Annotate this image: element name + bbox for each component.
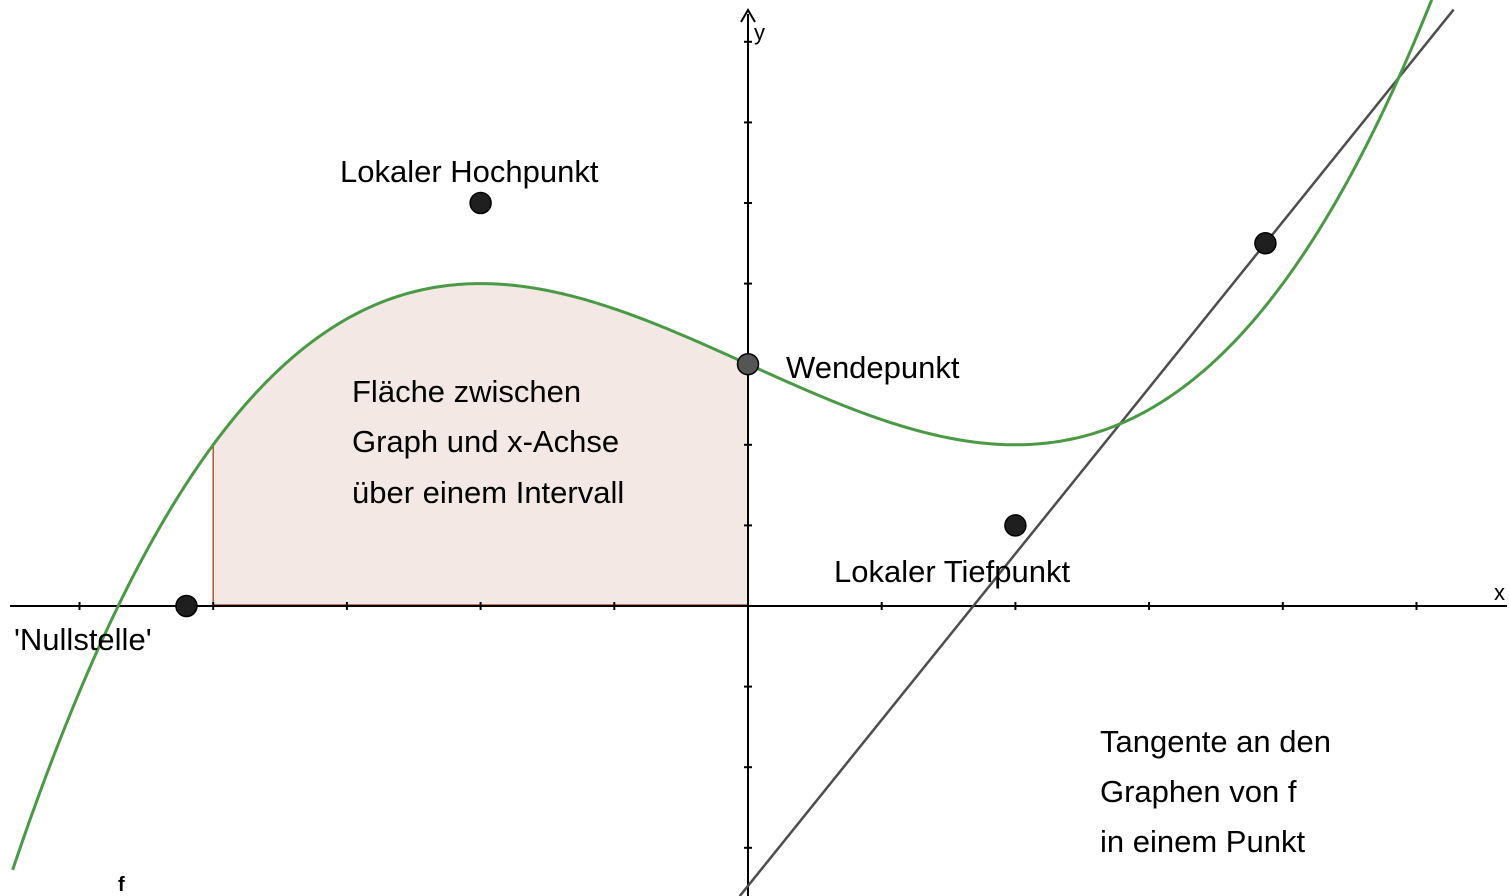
minimum-label: Lokaler Tiefpunkt	[834, 554, 1070, 589]
tangent-touch-point	[1254, 232, 1277, 255]
x-axis-label: x	[1494, 580, 1505, 605]
y-axis-label: y	[754, 20, 765, 45]
maximum-label: Lokaler Hochpunkt	[340, 154, 599, 189]
inflection-label: Wendepunkt	[786, 350, 960, 385]
minimum-point	[1004, 514, 1027, 537]
y-axis-arrowhead	[740, 8, 756, 23]
root-point	[175, 594, 198, 618]
area-label-line-1: Fläche zwischen	[352, 374, 581, 409]
tangent-label-line-2: Graphen von f	[1100, 774, 1297, 809]
area-label-line-3: über einem Intervall	[352, 475, 624, 510]
function-name-label: f	[118, 874, 125, 896]
root-label: 'Nullstelle'	[14, 622, 152, 657]
tangent-label-line-1: Tangente an den	[1100, 724, 1331, 759]
inflection-point	[736, 352, 760, 376]
maximum-point	[469, 191, 492, 215]
area-under-graph	[213, 283, 748, 606]
tangent-line	[738, 8, 1455, 896]
x-axis-ticks	[78, 602, 1418, 610]
area-label-line-2: Graph und x-Achse	[352, 424, 619, 459]
tangent-label-line-3: in einem Punkt	[1100, 824, 1305, 859]
